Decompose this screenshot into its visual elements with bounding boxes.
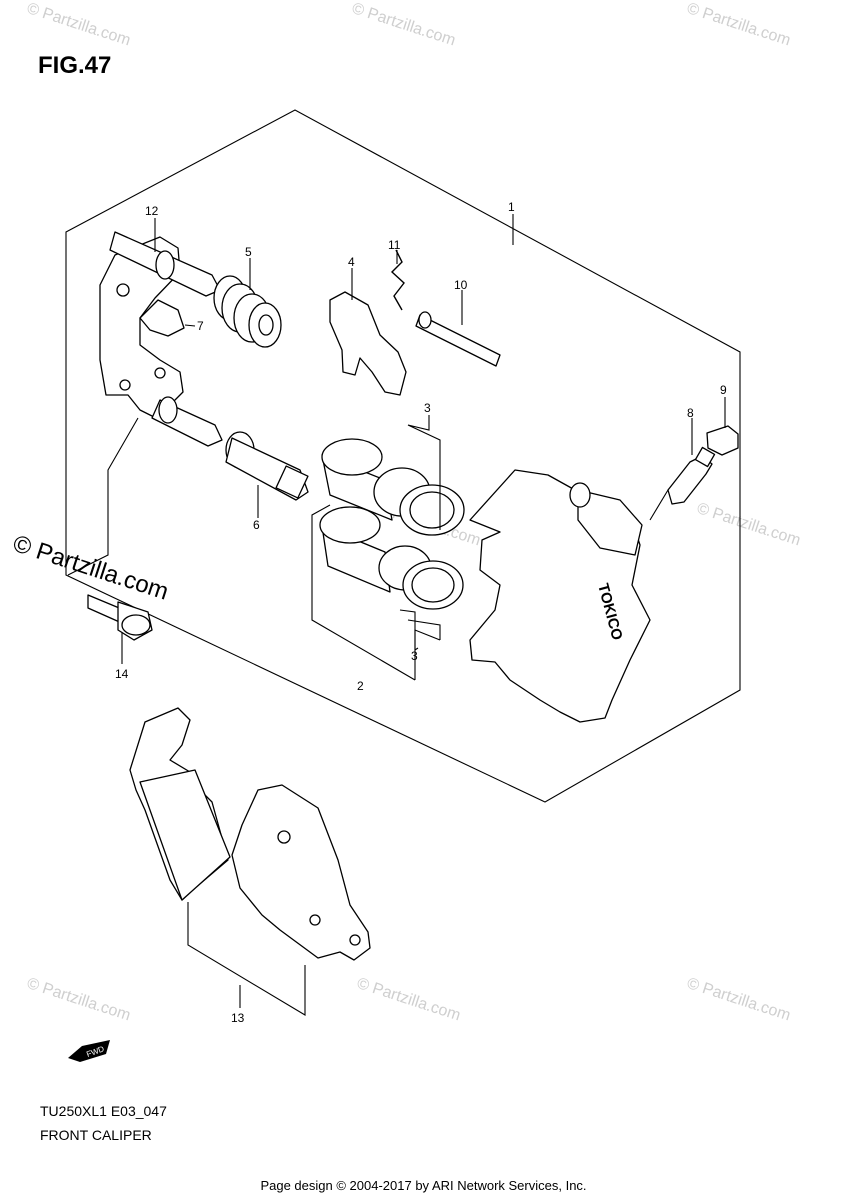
model-code: TU250XL1 E03_047: [40, 1103, 167, 1119]
pistons: [319, 438, 393, 593]
assembly-outline: [65, 109, 741, 803]
callout-label: 5: [245, 245, 252, 259]
callout-label: 1: [508, 200, 515, 214]
callout-label: 9: [720, 383, 727, 397]
pad-pin-head: [418, 311, 432, 329]
callout-label: 14: [115, 667, 129, 681]
callout-label: 7: [197, 319, 204, 333]
callout-label: 3: [411, 649, 418, 663]
callout-label: 13: [231, 1011, 245, 1025]
page-footer: Page design © 2004-2017 by ARI Network S…: [260, 1178, 587, 1193]
bracket-hole: [119, 379, 131, 391]
callout-label: 10: [454, 278, 468, 292]
caliper-body: TOKICO: [469, 469, 651, 723]
pin-clip: [390, 249, 405, 311]
callout-label: 3: [424, 401, 431, 415]
mounting-bolt: [87, 594, 153, 641]
leader-lines: [67, 214, 726, 1016]
pad-retainer-spring: [329, 291, 407, 396]
piston-seals: [373, 467, 465, 610]
pad-pin: [415, 314, 501, 367]
callout-label: 8: [687, 406, 694, 420]
bleeder-cap: [706, 425, 739, 456]
figure-title: FIG.47: [38, 52, 112, 79]
callout-label: 11: [388, 238, 401, 252]
sleeve: [225, 431, 309, 501]
bracket-hole: [154, 367, 166, 379]
figure-caption: FRONT CALIPER: [40, 1127, 152, 1143]
fwd-arrow-icon: FWD: [68, 1040, 110, 1062]
brake-pads: [129, 707, 371, 961]
callout-label: 2: [357, 679, 364, 693]
callout-label: 4: [348, 255, 355, 269]
bleeder-hex: [694, 446, 716, 468]
bracket-hole: [116, 283, 130, 297]
slide-pin-head: [158, 396, 178, 424]
bleeder-valve: [667, 455, 713, 505]
slide-pin-head: [155, 250, 175, 280]
pad-spring-clip: [139, 299, 185, 337]
callout-label: 12: [145, 204, 159, 218]
dust-boot: [213, 275, 282, 348]
callout-numbers: 1 2 3 3 4 5 6 7 8 9 10 11 12 13 14: [115, 200, 727, 1025]
callout-label: 6: [253, 518, 260, 532]
